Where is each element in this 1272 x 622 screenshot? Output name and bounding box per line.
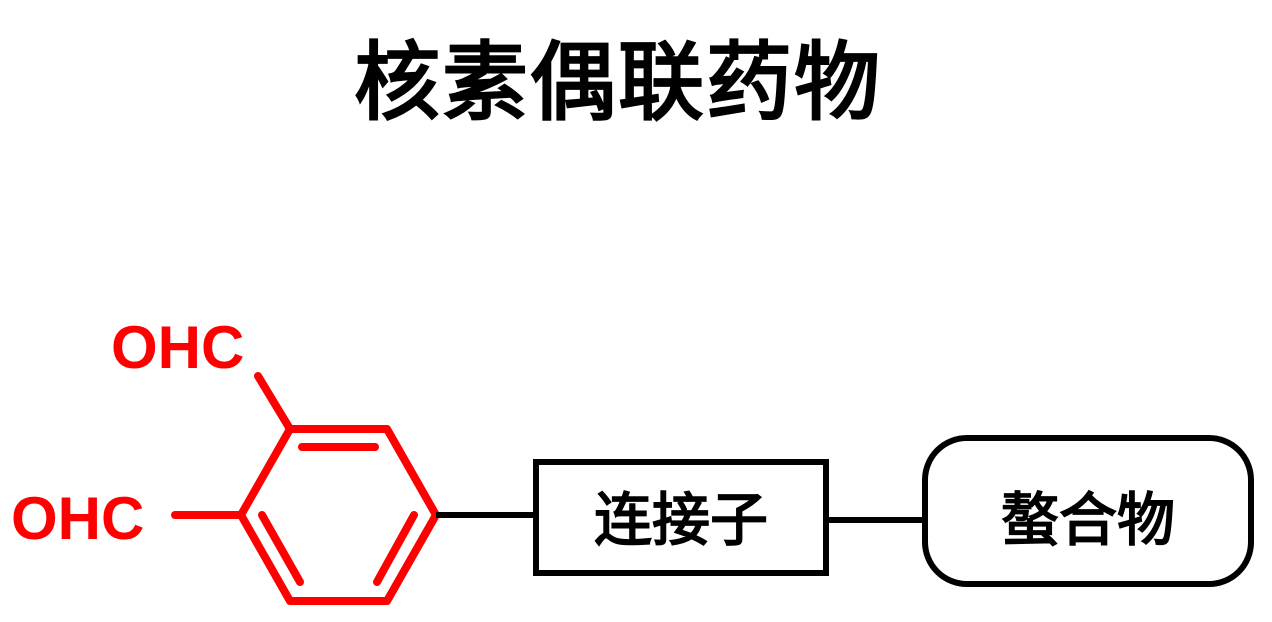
benzene-hexagon — [237, 425, 440, 605]
chelator-label: 螯合物 — [1001, 486, 1175, 554]
bond-top-aldehyde — [254, 372, 294, 433]
aldehyde-left-label: OHC — [11, 485, 144, 552]
linker-label: 连接子 — [594, 486, 768, 554]
chelator-box — [922, 435, 1254, 587]
double-bond-left — [258, 511, 304, 586]
benzene-ring — [171, 372, 440, 605]
page-title: 核素偶联药物 — [354, 33, 882, 133]
linker-box — [533, 459, 829, 576]
double-bond-right — [373, 511, 418, 586]
aldehyde-top-label: OHC — [111, 314, 244, 381]
